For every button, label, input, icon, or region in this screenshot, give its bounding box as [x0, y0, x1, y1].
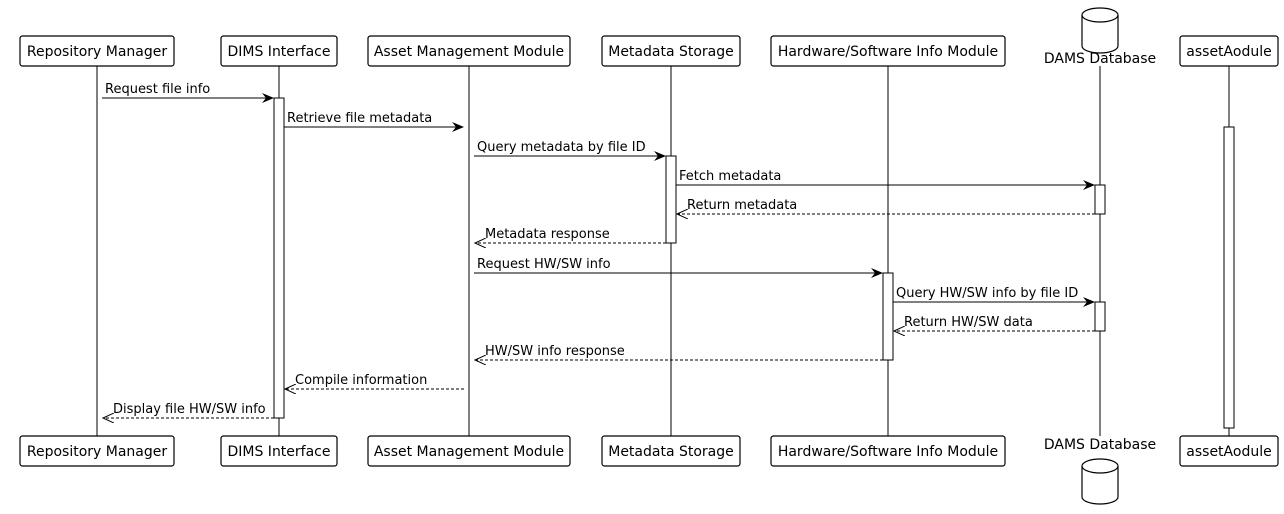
participant-dims-top: DIMS Interface: [220, 35, 338, 67]
participant-rm-bottom: Repository Manager: [19, 435, 175, 467]
message-2: Retrieve file metadata: [284, 111, 464, 132]
participant-label: Asset Management Module: [374, 44, 564, 60]
participant-label: DIMS Interface: [227, 44, 330, 60]
participant-db-bottom: DAMS Database: [1044, 437, 1156, 505]
database-cylinder-icon: [1081, 15, 1119, 54]
participant-box: [770, 35, 1006, 67]
activation-bar-dims: [273, 97, 285, 419]
activation-bar-ms: [665, 155, 677, 244]
participant-aa-top: assetAodule: [1179, 35, 1279, 67]
activation-bar-db: [1094, 301, 1106, 332]
participant-dims-bottom: DIMS Interface: [220, 435, 338, 467]
participant-label: DIMS Interface: [227, 444, 330, 460]
participant-label: Repository Manager: [27, 444, 168, 460]
message-label: Query HW/SW info by file ID: [896, 286, 1078, 301]
participant-ms-top: Metadata Storage: [601, 35, 741, 67]
message-12: Display file HW/SW info: [103, 402, 274, 418]
activation-bar-db: [1094, 184, 1106, 215]
message-label: Request HW/SW info: [477, 257, 611, 272]
participant-box: [770, 435, 1006, 467]
participant-hsw-top: Hardware/Software Info Module: [770, 35, 1006, 67]
participant-label: Asset Management Module: [374, 444, 564, 460]
participant-aa-bottom: assetAodule: [1179, 435, 1279, 467]
participant-box: [601, 435, 741, 467]
database-cylinder-top: [1081, 458, 1119, 474]
message-label: Metadata response: [485, 227, 610, 242]
participant-label: DAMS Database: [1044, 51, 1156, 67]
participant-label: assetAodule: [1186, 44, 1271, 60]
participant-amm-bottom: Asset Management Module: [367, 435, 571, 467]
message-4: Fetch metadata: [676, 169, 1095, 190]
message-5: Return metadata: [677, 198, 1095, 214]
message-label: Request file info: [105, 82, 210, 97]
activation-bar-aa: [1223, 126, 1235, 429]
message-label: Compile information: [295, 373, 427, 388]
participant-box: [19, 435, 175, 467]
message-6: Metadata response: [475, 227, 666, 243]
participant-box: [220, 435, 338, 467]
message-11: Compile information: [285, 373, 464, 389]
database-cylinder-top: [1081, 7, 1119, 23]
participant-hsw-bottom: Hardware/Software Info Module: [770, 435, 1006, 467]
participant-label: Metadata Storage: [608, 444, 734, 460]
participant-box: [220, 35, 338, 67]
participant-label: DAMS Database: [1044, 437, 1156, 453]
message-7: Request HW/SW info: [474, 257, 883, 278]
message-10: HW/SW info response: [475, 344, 883, 360]
message-label: Return HW/SW data: [904, 315, 1033, 330]
message-label: Display file HW/SW info: [113, 402, 266, 417]
participant-ms-bottom: Metadata Storage: [601, 435, 741, 467]
message-label: Return metadata: [687, 198, 797, 213]
message-8: Query HW/SW info by file ID: [893, 286, 1095, 307]
participant-box: [367, 435, 571, 467]
message-1: Request file info: [102, 82, 274, 103]
participant-label: assetAodule: [1186, 444, 1271, 460]
participant-rm-top: Repository Manager: [19, 35, 175, 67]
message-9: Return HW/SW data: [894, 315, 1095, 331]
participant-label: Metadata Storage: [608, 44, 734, 60]
participant-label: Hardware/Software Info Module: [778, 444, 998, 460]
participant-box: [1179, 35, 1279, 67]
participant-label: Hardware/Software Info Module: [778, 44, 998, 60]
participant-box: [367, 35, 571, 67]
message-label: HW/SW info response: [485, 344, 625, 359]
participant-box: [1179, 435, 1279, 467]
message-label: Retrieve file metadata: [287, 111, 432, 126]
message-label: Query metadata by file ID: [477, 140, 646, 155]
activation-bar-hsw: [882, 272, 894, 361]
participant-box: [601, 35, 741, 67]
database-cylinder-icon: [1081, 466, 1119, 505]
message-label: Fetch metadata: [679, 169, 781, 184]
participant-label: Repository Manager: [27, 44, 168, 60]
participant-amm-top: Asset Management Module: [367, 35, 571, 67]
message-3: Query metadata by file ID: [474, 140, 666, 161]
participant-box: [19, 35, 175, 67]
participant-db-top: DAMS Database: [1044, 7, 1156, 67]
